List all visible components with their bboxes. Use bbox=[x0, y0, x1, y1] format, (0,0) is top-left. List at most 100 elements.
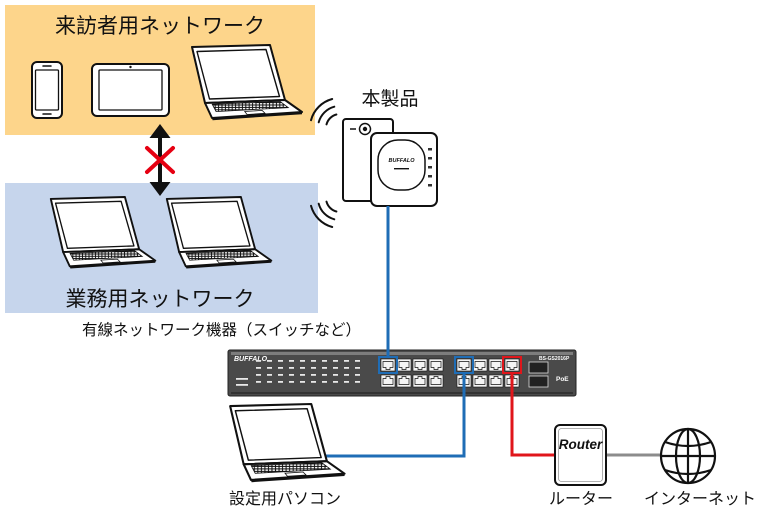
switch-led-indicator bbox=[311, 374, 316, 376]
wireless-wave-inner bbox=[325, 200, 338, 213]
switch-led-indicator bbox=[267, 381, 272, 383]
wireless-wave-inner bbox=[325, 113, 338, 126]
wireless-wave-middle bbox=[317, 105, 336, 124]
switch-port-jack bbox=[414, 376, 426, 385]
wireless-wave-outer bbox=[310, 204, 334, 228]
switch-port-jack bbox=[458, 376, 470, 385]
laptop-icon bbox=[229, 402, 346, 484]
switch-port-jack bbox=[398, 376, 410, 385]
switch-port-frame bbox=[428, 374, 444, 388]
switch-led-indicator bbox=[289, 374, 294, 376]
switch-port bbox=[412, 374, 428, 388]
switch-port-jack bbox=[506, 376, 518, 385]
switch-port-jack bbox=[474, 376, 486, 385]
double-arrow-head-down bbox=[149, 182, 171, 196]
switch-led-indicator bbox=[333, 360, 338, 362]
switch-port bbox=[412, 358, 428, 372]
switch-port-frame bbox=[472, 374, 488, 388]
switch-led-indicator bbox=[300, 374, 305, 376]
switch-to-router-cable bbox=[510, 373, 555, 457]
switch-led-indicator bbox=[355, 381, 360, 383]
access-point-led bbox=[428, 157, 432, 160]
switch-led-indicator bbox=[311, 367, 316, 369]
switch-led-indicator bbox=[289, 381, 294, 383]
switch-led-indicator bbox=[289, 367, 294, 369]
switch-port bbox=[396, 358, 412, 372]
access-point-label: 本製品 bbox=[361, 88, 418, 110]
switch-led-indicator bbox=[256, 360, 261, 362]
access-point-led bbox=[428, 148, 432, 151]
switch-port-jack bbox=[474, 361, 486, 370]
switch-led-indicator bbox=[333, 381, 338, 383]
switch-status-label bbox=[236, 384, 248, 386]
access-point-led bbox=[428, 184, 432, 187]
switch-status-label bbox=[236, 378, 248, 380]
switch-led-indicator bbox=[311, 360, 316, 362]
cross-mark-icon bbox=[145, 146, 175, 174]
network-switch-label: 有線ネットワーク機器（スイッチなど） bbox=[82, 321, 361, 339]
wireless-access-point-icon: BUFFALO bbox=[342, 118, 438, 207]
switch-led-indicator bbox=[278, 367, 283, 369]
wireless-wave-middle bbox=[317, 202, 336, 221]
switch-port-jack bbox=[506, 361, 518, 370]
switch-led-indicator bbox=[355, 360, 360, 362]
switch-port bbox=[428, 374, 444, 388]
switch-led-indicator bbox=[256, 381, 261, 383]
tablet-camera bbox=[129, 65, 132, 69]
switch-led-indicator bbox=[267, 367, 272, 369]
switch-port bbox=[380, 374, 396, 388]
switch-port-frame bbox=[504, 358, 520, 372]
cross-mark-stroke-2 bbox=[145, 146, 175, 174]
access-point-led bbox=[428, 175, 432, 178]
switch-port-jack bbox=[382, 376, 394, 385]
access-point-disc bbox=[377, 139, 426, 191]
globe-icon bbox=[659, 427, 717, 485]
double-arrow-head-up bbox=[149, 124, 171, 138]
smartphone-icon bbox=[31, 61, 63, 119]
router-icon: Router bbox=[554, 424, 607, 486]
network-switch-icon: BUFFALO BS-GS2016P PoE bbox=[227, 349, 577, 397]
switch-led-indicator bbox=[278, 374, 283, 376]
internet-label: インターネット bbox=[644, 489, 756, 508]
switch-port bbox=[396, 374, 412, 388]
switch-led-indicator bbox=[256, 374, 261, 376]
switch-to-pc-cable bbox=[322, 373, 466, 458]
switch-port-jack bbox=[430, 376, 442, 385]
setup-pc-label: 設定用パソコン bbox=[229, 489, 341, 508]
switch-model-label: BS-GS2016P bbox=[539, 356, 570, 362]
switch-sfp-slot bbox=[528, 361, 549, 374]
switch-port-jack bbox=[490, 361, 502, 370]
switch-port-frame bbox=[488, 374, 504, 388]
switch-port-frame bbox=[428, 358, 444, 372]
switch-led-indicator bbox=[344, 381, 349, 383]
switch-port bbox=[380, 358, 396, 372]
wireless-signal-icon bbox=[310, 200, 338, 228]
router-label: ルーター bbox=[549, 489, 613, 508]
access-point-port-dot bbox=[362, 126, 368, 132]
switch-port bbox=[472, 374, 488, 388]
tablet-screen bbox=[98, 69, 163, 111]
switch-port bbox=[488, 358, 504, 372]
switch-port-jack bbox=[398, 361, 410, 370]
switch-led-indicator bbox=[322, 367, 327, 369]
switch-port-jack bbox=[430, 361, 442, 370]
switch-port-frame bbox=[396, 374, 412, 388]
router-device-text: Router bbox=[559, 437, 603, 452]
router-body bbox=[554, 424, 607, 486]
access-point-brand-logo: BUFFALO bbox=[389, 158, 416, 164]
switch-port-jack bbox=[458, 361, 470, 370]
switch-led-indicator bbox=[322, 374, 327, 376]
switch-port bbox=[456, 358, 472, 372]
switch-port-jack bbox=[414, 361, 426, 370]
switch-port-jack bbox=[490, 376, 502, 385]
switch-led-indicator bbox=[322, 381, 327, 383]
switch-top-bevel bbox=[231, 352, 573, 355]
switch-led-indicator bbox=[355, 367, 360, 369]
switch-port-frame bbox=[412, 374, 428, 388]
tablet-icon bbox=[91, 63, 170, 117]
router-inner-edge bbox=[558, 428, 603, 482]
switch-led-indicator bbox=[344, 374, 349, 376]
switch-led-indicator bbox=[267, 360, 272, 362]
switch-port-frame bbox=[412, 358, 428, 372]
